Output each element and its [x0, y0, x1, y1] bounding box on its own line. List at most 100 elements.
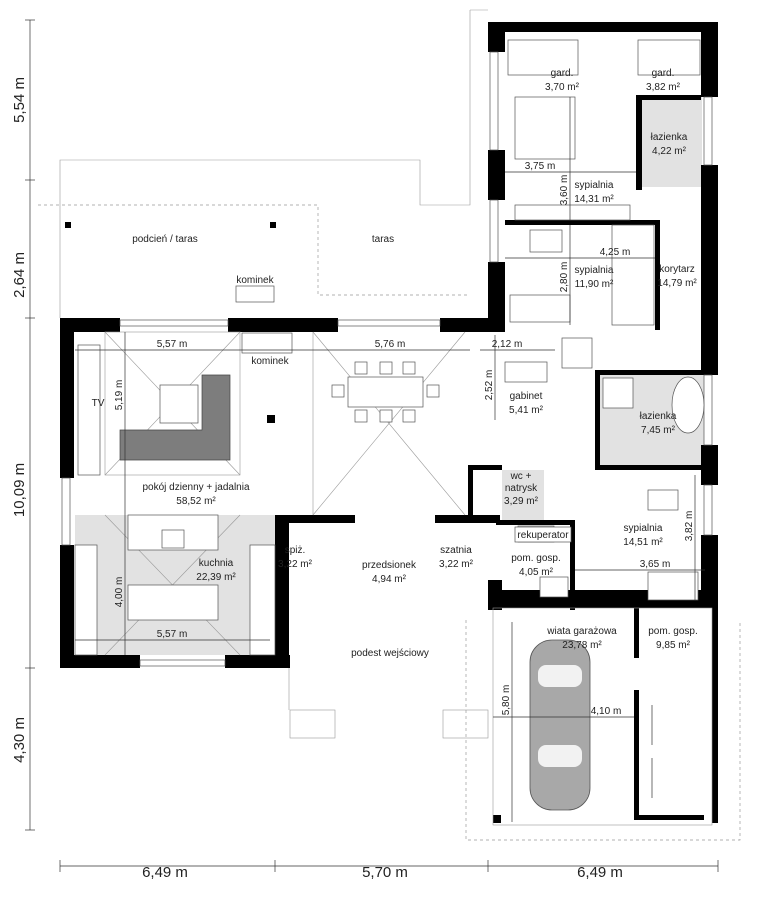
bathtub	[671, 376, 705, 434]
fireplace-outside	[235, 285, 275, 303]
room-gard-1: gard.3,70 m²	[545, 68, 580, 93]
room-kuchnia: kuchnia 22,39 m²	[196, 558, 236, 583]
label-podest: podest wejściowy	[351, 648, 429, 659]
dim-left-4: 4,30 m	[11, 717, 28, 763]
svg-text:14,51 m²: 14,51 m²	[623, 537, 663, 548]
svg-text:11,90 m²: 11,90 m²	[575, 279, 614, 290]
svg-text:wiata garażowa: wiata garażowa	[546, 626, 617, 637]
svg-text:22,39 m²: 22,39 m²	[196, 572, 236, 583]
room-gabinet: gabinet 5,41 m²	[509, 391, 544, 416]
windows	[61, 51, 713, 667]
svg-text:kuchnia: kuchnia	[199, 558, 234, 569]
svg-text:3,70 m²: 3,70 m²	[545, 82, 580, 93]
svg-text:gabinet: gabinet	[510, 391, 543, 402]
shower	[602, 377, 634, 409]
desk-3	[647, 489, 679, 511]
tv-cabinet	[77, 344, 101, 476]
dim-gabinet-width: 2,12 m	[492, 339, 523, 350]
desk-gabinet	[504, 361, 548, 383]
label-rekuperator: rekuperator	[517, 530, 569, 541]
dim-bottom-3: 6,49 m	[577, 864, 623, 881]
svg-text:łazienka: łazienka	[651, 132, 688, 143]
fireplace	[241, 332, 293, 354]
desk-2	[529, 229, 563, 253]
label-podcien-taras: podcień / taras	[132, 234, 198, 245]
svg-text:14,79 m²: 14,79 m²	[657, 278, 697, 289]
dim-garage-width: 4,10 m	[591, 706, 622, 717]
svg-text:3,22 m²: 3,22 m²	[278, 559, 313, 570]
room-pokoj-dzienny: pokój dzienny + jadalnia 58,52 m²	[142, 482, 249, 507]
car	[529, 639, 591, 811]
dim-dining-width: 5,76 m	[375, 339, 406, 350]
svg-text:wc +: wc +	[510, 471, 532, 482]
dim-left-3: 10,09 m	[11, 463, 28, 517]
svg-text:pom. gosp.: pom. gosp.	[648, 626, 697, 637]
room-labels: gard.3,70 m² gard. 3,82 m² łazienka 4,22 m…	[92, 68, 698, 659]
dim-s2-width: 4,25 m	[600, 247, 631, 258]
svg-text:pokój dzienny + jadalnia: pokój dzienny + jadalnia	[142, 482, 249, 493]
svg-text:5,41 m²: 5,41 m²	[509, 405, 544, 416]
svg-text:7,45 m²: 7,45 m²	[641, 425, 676, 436]
svg-text:natrysk: natrysk	[505, 483, 538, 494]
room-sypialnia-3: sypialnia 14,51 m²	[623, 523, 663, 548]
double-bed	[514, 96, 576, 160]
room-sypialnia-2: sypialnia 11,90 m²	[575, 265, 614, 290]
dim-s1-height: 3,60 m	[559, 175, 570, 206]
terrace-outline	[38, 9, 488, 318]
overall-dimensions-bottom: 6,49 m 5,70 m 6,49 m	[59, 860, 719, 881]
svg-text:spiż.: spiż.	[285, 545, 306, 556]
kitchen-counter	[127, 584, 219, 621]
room-dimension-labels: 3,75 m 3,60 m 4,25 m 2,80 m 5,57 m 5,76 …	[114, 161, 695, 717]
room-pom-gosp-2: pom. gosp. 9,85 m²	[648, 626, 697, 651]
garage-outline	[288, 607, 741, 841]
svg-text:14,31 m²: 14,31 m²	[574, 194, 614, 205]
svg-text:sypialnia: sypialnia	[575, 265, 614, 276]
overall-dimensions-left: 5,54 m 2,64 m 10,09 m 4,30 m	[11, 19, 35, 831]
svg-text:łazienka: łazienka	[640, 411, 677, 422]
bathroom1-floor	[642, 97, 702, 187]
dim-kitchen-height: 4,00 m	[114, 577, 125, 608]
wc-floor	[502, 470, 544, 520]
svg-text:23,78 m²: 23,78 m²	[562, 640, 602, 651]
svg-text:pom. gosp.: pom. gosp.	[511, 553, 560, 564]
dim-garage-height: 5,80 m	[501, 685, 512, 716]
dim-left-1: 5,54 m	[11, 77, 28, 123]
label-kominek-inside: kominek	[251, 356, 289, 367]
room-korytarz: korytarz 14,79 m²	[657, 264, 697, 289]
room-przedsionek: przedsionek 4,94 m²	[362, 560, 417, 585]
dim-bottom-2: 5,70 m	[362, 864, 408, 881]
dim-gabinet-height: 2,52 m	[484, 370, 495, 401]
svg-text:przedsionek: przedsionek	[362, 560, 417, 571]
wardrobe	[514, 204, 631, 221]
room-spiz: spiż. 3,22 m²	[278, 545, 313, 570]
dim-s1-width: 3,75 m	[525, 161, 556, 172]
svg-text:sypialnia: sypialnia	[575, 180, 614, 191]
room-lazienka-1: łazienka 4,22 m²	[651, 132, 688, 157]
svg-text:3,22 m²: 3,22 m²	[439, 559, 474, 570]
dim-left-2: 2,64 m	[11, 252, 28, 298]
svg-text:korytarz: korytarz	[659, 264, 695, 275]
dining-table	[347, 376, 424, 408]
room-dimension-lines	[75, 97, 705, 822]
room-sypialnia-1: sypialnia 14,31 m²	[574, 180, 614, 205]
dim-bottom-1: 6,49 m	[142, 864, 188, 881]
svg-text:58,52 m²: 58,52 m²	[176, 496, 216, 507]
coffee-table	[159, 384, 199, 424]
room-szatnia: szatnia 3,22 m²	[439, 545, 474, 570]
svg-text:3,82 m²: 3,82 m²	[646, 82, 681, 93]
svg-text:4,05 m²: 4,05 m²	[519, 567, 554, 578]
svg-text:gard.: gard.	[652, 68, 675, 79]
svg-text:szatnia: szatnia	[440, 545, 472, 556]
label-kominek-outside: kominek	[236, 275, 274, 286]
svg-text:9,85 m²: 9,85 m²	[656, 640, 691, 651]
label-tv: TV	[92, 398, 105, 409]
dim-s3-height: 3,82 m	[684, 511, 695, 542]
svg-text:4,22 m²: 4,22 m²	[652, 146, 687, 157]
dim-s3-width: 3,65 m	[640, 559, 671, 570]
bed-3	[647, 571, 699, 601]
svg-text:sypialnia: sypialnia	[624, 523, 663, 534]
svg-text:4,94 m²: 4,94 m²	[372, 574, 407, 585]
furniture	[74, 39, 705, 656]
